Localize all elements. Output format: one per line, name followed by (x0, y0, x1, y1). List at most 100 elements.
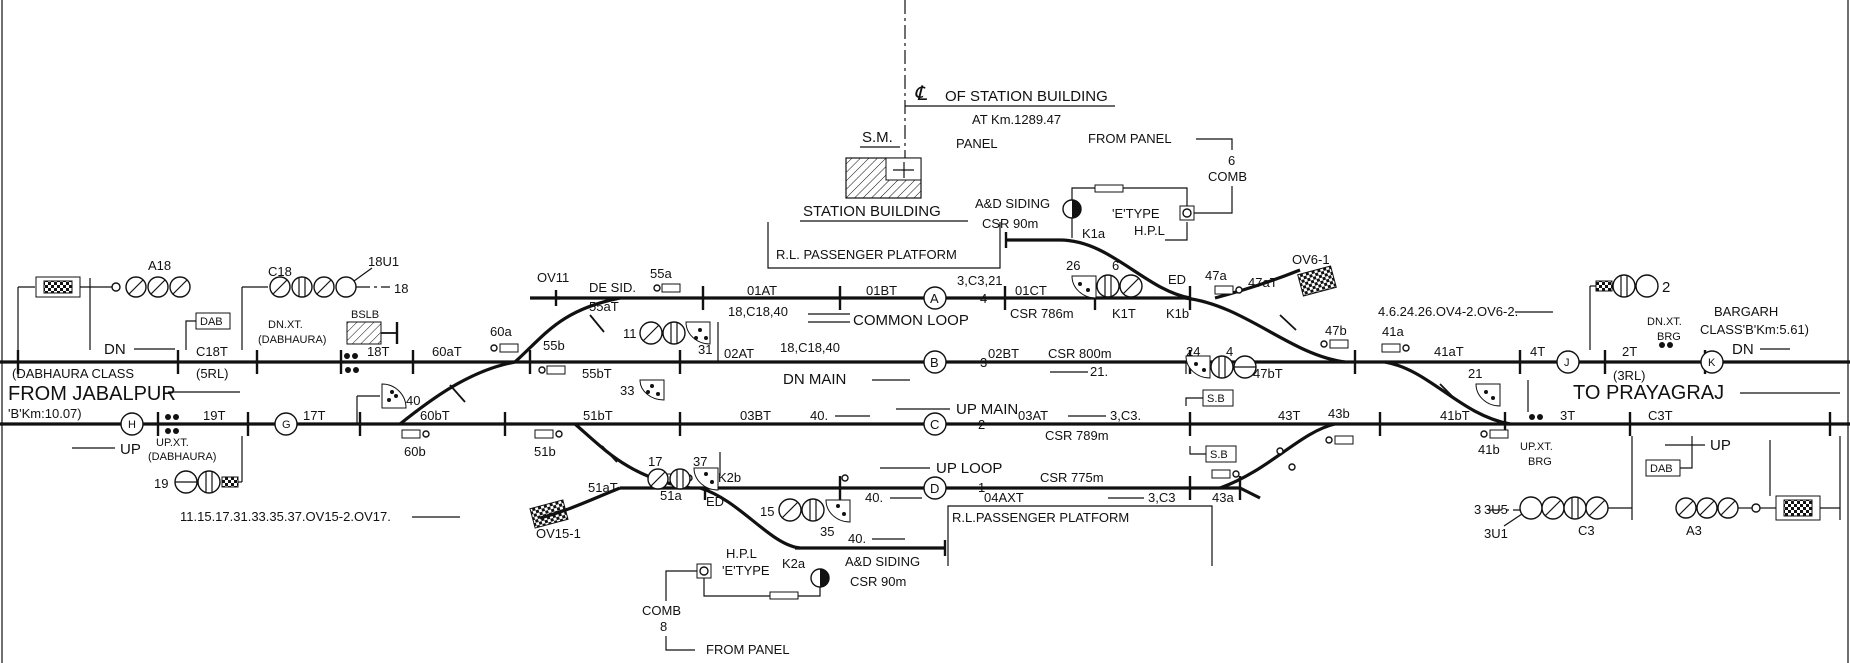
tc-51aT: 51aT (588, 480, 618, 495)
route-40-uploop: 40. (865, 490, 883, 505)
tc-01AT: 01AT (747, 283, 777, 298)
station-marker-j: J (1556, 350, 1580, 374)
svg-text:47a: 47a (1205, 268, 1227, 283)
svg-text:A18: A18 (148, 258, 171, 273)
signal-OV6-1: OV6-1 (1292, 252, 1337, 297)
tc-4T: 4T (1530, 344, 1545, 359)
etype-top-label: 'E'TYPE (1112, 206, 1160, 221)
comb-top-label: COMB (1208, 169, 1247, 184)
svg-text:B: B (930, 355, 939, 370)
svg-text:C3: C3 (1578, 523, 1595, 538)
svg-text:43b: 43b (1328, 406, 1350, 421)
signal-C18: C18 18U1 18 (241, 254, 408, 350)
station-marker-a: A (923, 286, 947, 310)
svg-text:DAB: DAB (1650, 463, 1673, 475)
csr-up-loop: CSR 775m (1040, 470, 1104, 485)
crossover-43 (1219, 422, 1336, 490)
crossover-55 (513, 296, 621, 364)
up-xt-brg-label: UP.XT. (1520, 441, 1553, 453)
svg-text:G: G (282, 419, 291, 431)
svg-text:40: 40 (406, 393, 420, 408)
station-marker-g: G (274, 412, 298, 436)
svg-text:S.B: S.B (1207, 393, 1225, 405)
tc-01CT: 01CT (1015, 283, 1047, 298)
crossover-47 (1184, 296, 1346, 364)
comb-top-no: 6 (1228, 153, 1235, 168)
rl-platform-bottom-label: R.L.PASSENGER PLATFORM (952, 510, 1129, 525)
svg-text:OV11: OV11 (537, 270, 569, 285)
tc-55aT: 55aT (589, 299, 619, 314)
up-xt-dabhaura-label: UP.XT. (156, 437, 189, 449)
signal-26-6: 26 6 (1066, 258, 1143, 299)
sb-box-bottom: S.B (1189, 445, 1237, 463)
comb-bottom-no: 8 (660, 619, 667, 634)
tc-47bT: 47bT (1253, 366, 1283, 381)
station-km-label: AT Km.1289.47 (972, 112, 1061, 127)
rl-platform-top-label: R.L. PASSENGER PLATFORM (776, 247, 957, 262)
tc-5RL: (5RL) (196, 366, 229, 381)
signal-OV15-1: OV15-1 (529, 499, 581, 541)
svg-text:47b: 47b (1325, 323, 1347, 338)
bslb-box: BSLB (344, 309, 399, 359)
svg-text:OV15-1: OV15-1 (536, 526, 581, 541)
ad-siding-bottom-label: A&D SIDING (845, 554, 920, 569)
route-3c321: 3,C3,21 (957, 273, 1003, 288)
common-loop-label: COMMON LOOP (853, 312, 969, 329)
route-3c3-uploop: 3,C3 (1148, 490, 1175, 505)
ed-bottom-label: ED (706, 494, 724, 509)
tc-04AXT: 04AXT (984, 490, 1024, 505)
csr-up-main: CSR 789m (1045, 428, 1109, 443)
tc-02AT: 02AT (724, 346, 754, 361)
tc-18T: 18T (367, 344, 389, 359)
svg-text:55b: 55b (543, 338, 565, 353)
signal-OV11: OV11 (537, 270, 569, 285)
csr-loop: CSR 786m (1010, 306, 1074, 321)
dn-direction-label: DN (104, 341, 126, 358)
ad-siding-top-label: A&D SIDING (975, 196, 1050, 211)
centre-line-symbol: ℄ (914, 83, 928, 105)
dab-box-right: DAB (1645, 436, 1693, 477)
svg-text:17: 17 (648, 454, 662, 469)
signal-15-35: 15 35 (760, 474, 851, 539)
signal-11-31: 11 31 (623, 321, 719, 362)
point-47b: 47b (1320, 323, 1349, 349)
right-class-label-2: CLASS'B'Km:5.61) (1700, 322, 1809, 337)
up-main-joints (156, 412, 1832, 436)
route-3c3-upmain: 3,C3. (1110, 408, 1141, 423)
svg-text:43a: 43a (1212, 490, 1234, 505)
signal-21: 21 (1468, 366, 1529, 412)
left-km-label: 'B'Km:10.07) (8, 406, 82, 421)
signal-17-37: 17 37 (647, 452, 721, 491)
signal-24-4: 24 4 (1185, 344, 1257, 379)
sb-box-top: S.B (1185, 389, 1234, 407)
svg-text:15: 15 (760, 504, 774, 519)
station-marker-h: H (120, 412, 144, 436)
k1-turnout (1059, 238, 1191, 300)
svg-text:19: 19 (154, 476, 168, 491)
left-overlap-list: 11.15.17.31.33.35.37.OV15-2.OV17. (180, 509, 391, 524)
point-43a: 43a (1211, 469, 1240, 505)
dab-box-left: DAB (185, 312, 231, 350)
right-dn-label: DN (1732, 341, 1754, 358)
tc-60bT: 60bT (420, 408, 450, 423)
svg-text:41b: 41b (1478, 442, 1500, 457)
point-K1b: K1b (1166, 306, 1189, 321)
point-55b: 55b (538, 338, 566, 375)
svg-text:51a: 51a (660, 488, 682, 503)
tc-60aT: 60aT (432, 344, 462, 359)
point-51b: 51b (534, 429, 563, 459)
svg-text:37: 37 (693, 454, 707, 469)
svg-text:2: 2 (1662, 279, 1670, 296)
svg-text:C18: C18 (268, 264, 292, 279)
svg-text:A: A (930, 291, 939, 306)
signal-2: 2 (1589, 274, 1670, 350)
tc-41bT: 41bT (1440, 408, 1470, 423)
tc-19T: 19T (203, 408, 225, 423)
dn-xt-dabhaura-label: DN.XT. (268, 319, 303, 331)
route-40-siding: 40. (848, 531, 866, 546)
hpl-bottom-label: H.P.L (726, 546, 757, 561)
tc-03AT: 03AT (1018, 408, 1048, 423)
ad-siding-top-csr: CSR 90m (982, 216, 1038, 231)
svg-text:OV6-1: OV6-1 (1292, 252, 1330, 267)
